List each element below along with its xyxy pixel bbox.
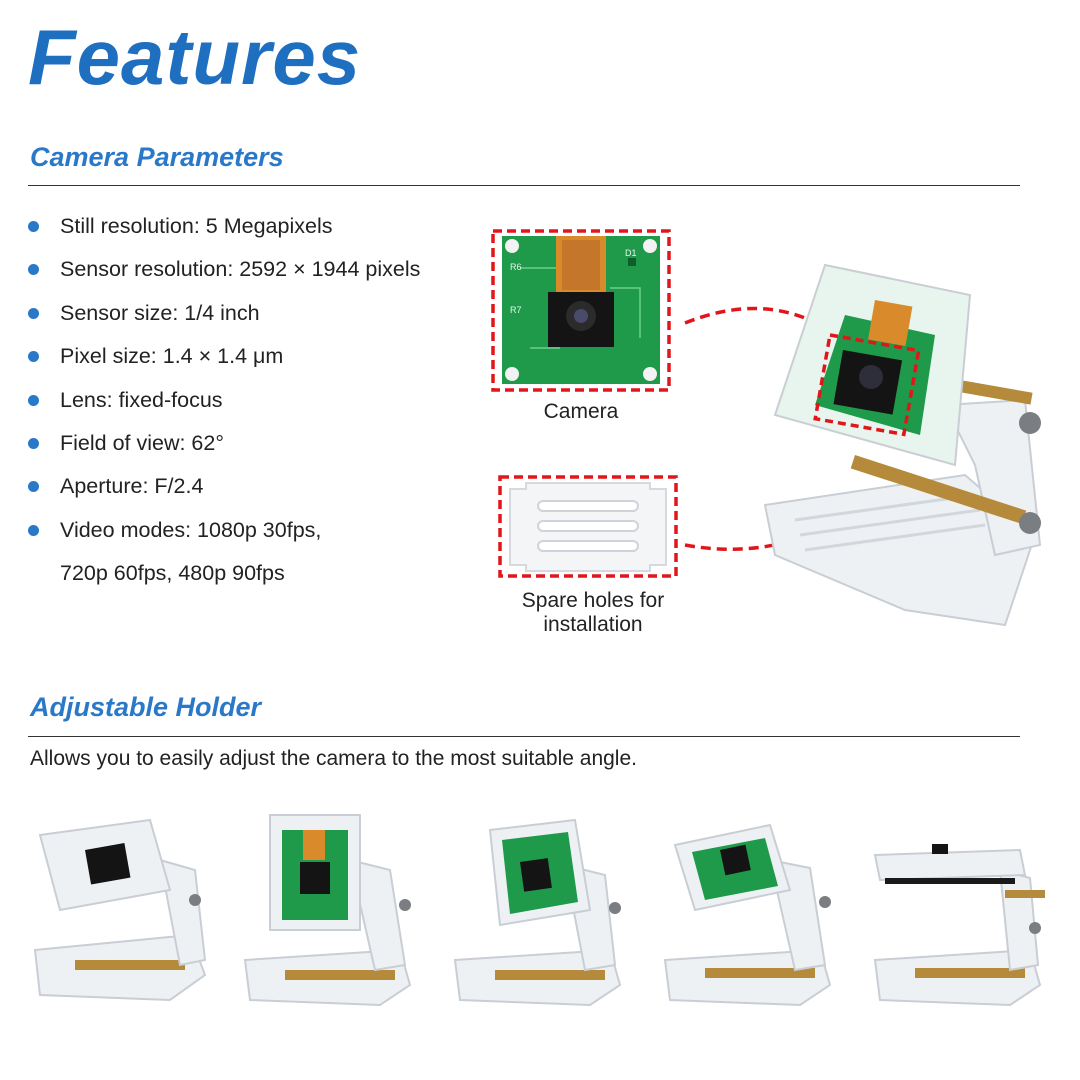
spec-item: Aperture: F/2.4 [28, 465, 420, 508]
led-component [628, 258, 636, 266]
screw-icon [189, 894, 201, 906]
adjustable-holder-heading: Adjustable Holder [30, 692, 262, 722]
bullet-icon [28, 524, 39, 536]
screw-icon [1029, 922, 1041, 934]
camera-module-image: R6 R7 D1 [491, 229, 671, 392]
spec-text: Sensor resolution: 2592 × 1944 pixels [60, 257, 421, 282]
bullet-icon [28, 307, 39, 319]
spec-item: Still resolution: 5 Megapixels [28, 205, 420, 248]
bullet-icon [28, 481, 39, 493]
camera-caption: Camera [543, 400, 619, 423]
spec-text: Aperture: F/2.4 [60, 474, 204, 499]
screw-icon [399, 899, 411, 911]
screw-icon [819, 896, 831, 908]
spec-list: Still resolution: 5 Megapixels Sensor re… [28, 205, 420, 596]
brass-standoff [495, 970, 605, 980]
spec-item: Pixel size: 1.4 × 1.4 μm [28, 335, 420, 378]
camera-parameters-heading: Camera Parameters [30, 142, 284, 172]
lens-icon [859, 365, 883, 389]
cradle-ribbon [868, 300, 913, 346]
camera-cradle [873, 848, 1027, 882]
spare-holes-caption: Spare holes for installation [493, 589, 693, 637]
bullet-icon [28, 394, 39, 406]
brass-standoff [705, 968, 815, 978]
mount-hole [505, 367, 519, 381]
ribbon-connector-inner [562, 240, 600, 290]
spec-text: Lens: fixed-focus [60, 387, 223, 412]
cradle-ribbon [303, 830, 325, 860]
holder-angle-view [663, 823, 832, 1007]
spec-text: Pixel size: 1.4 × 1.4 μm [60, 344, 284, 369]
mount-hole [643, 367, 657, 381]
lens-glass [574, 309, 588, 323]
section-divider [28, 185, 1020, 186]
pcb-label: R7 [510, 305, 522, 315]
spec-item: Field of view: 62° [28, 422, 420, 465]
holder-arm [348, 858, 407, 972]
brass-standoff [1005, 890, 1045, 898]
slot-hole [537, 520, 639, 532]
bullet-icon [28, 264, 39, 276]
base-slots [794, 493, 986, 552]
holder-arm [158, 858, 207, 967]
spare-holes-highlight-box [498, 475, 678, 578]
screw-icon [609, 902, 621, 914]
spec-text: Field of view: 62° [60, 431, 224, 456]
spare-holes-image [498, 475, 678, 578]
brass-standoff [75, 960, 185, 970]
camera-highlight-box [491, 229, 671, 392]
cradle-sensor [520, 858, 552, 892]
spec-item-continuation: 720p 60fps, 480p 90fps [28, 552, 420, 595]
holder-angle-view [243, 814, 412, 1007]
spec-text: Video modes: 1080p 30fps, [60, 517, 322, 542]
screw-icon [1019, 412, 1041, 434]
cradle-sensor [720, 844, 751, 876]
spec-item: Sensor resolution: 2592 × 1944 pixels [28, 248, 420, 291]
mount-hole [643, 239, 657, 253]
brass-standoff [285, 970, 395, 980]
pcb-label: D1 [625, 248, 637, 258]
spec-item: Lens: fixed-focus [28, 379, 420, 422]
holder-angle-view [453, 818, 622, 1007]
page-title: Features [28, 13, 362, 101]
spec-text: Still resolution: 5 Megapixels [60, 214, 333, 238]
bullet-icon [28, 438, 39, 450]
caption-line: Spare holes for [521, 589, 665, 612]
bullet-icon [28, 351, 39, 363]
mount-hole [505, 239, 519, 253]
spec-text: Sensor size: 1/4 inch [60, 300, 260, 325]
holder-angle-view [873, 844, 1045, 1007]
holder-description: Allows you to easily adjust the camera t… [30, 747, 637, 770]
screw-icon [1019, 512, 1041, 534]
cradle-sensor [85, 843, 131, 885]
spec-item: Sensor size: 1/4 inch [28, 292, 420, 335]
angle-views-row [33, 814, 1045, 1007]
brass-standoff [915, 968, 1025, 978]
slot-hole [537, 540, 639, 552]
pcb-label: R6 [510, 262, 522, 272]
section-divider [28, 736, 1020, 737]
cradle-sensor [300, 862, 330, 894]
camera-arrow [684, 306, 821, 327]
cradle-sensor [932, 844, 948, 854]
slot-hole [537, 500, 639, 512]
caption-line: installation [543, 613, 643, 636]
brass-standoff [850, 455, 1027, 524]
assembled-holder-image [763, 263, 1042, 627]
spec-text: 720p 60fps, 480p 90fps [60, 561, 285, 586]
spec-item: Video modes: 1080p 30fps, [28, 509, 420, 552]
sensor-highlight-box [813, 332, 921, 437]
cradle-pcb-edge [885, 878, 1015, 884]
holder-angle-view [33, 818, 207, 1002]
bullet-icon [28, 221, 39, 232]
